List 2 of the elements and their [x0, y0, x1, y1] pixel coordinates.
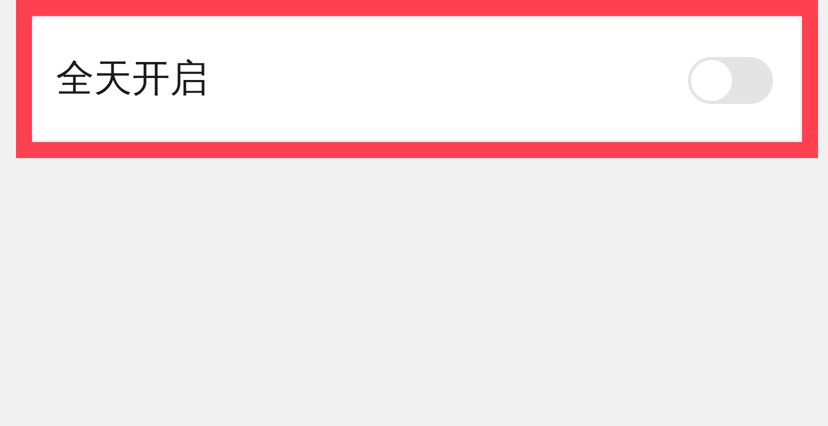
setting-label: 全天开启	[56, 55, 208, 101]
settings-row	[32, 18, 800, 140]
